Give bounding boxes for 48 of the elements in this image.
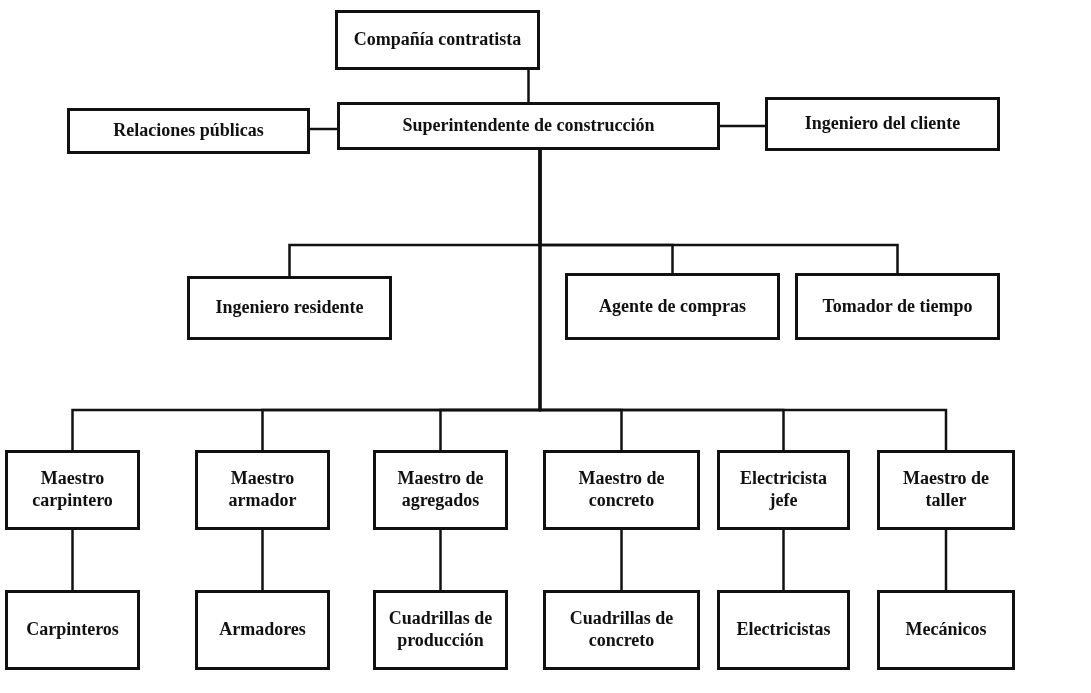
org-box — [795, 273, 1000, 340]
org-box — [373, 450, 508, 530]
connector-line — [310, 127, 337, 131]
role-label: Agente de compras — [599, 295, 746, 318]
role-label: Armadores — [219, 619, 306, 641]
org-box — [565, 273, 780, 340]
role-label: Cuadrillas de concreto — [568, 608, 675, 652]
role-label: Cuadrillas de producción — [387, 608, 494, 652]
org-box — [337, 102, 720, 150]
org-box — [5, 450, 140, 530]
connector-line — [261, 530, 264, 590]
org-box — [717, 590, 850, 670]
role-label: Maestro de concreto — [577, 468, 666, 512]
connector-line — [782, 530, 785, 590]
role-label: Mecánicos — [905, 619, 987, 641]
role-label: Electricistas — [736, 619, 831, 641]
role-label: Ingeniero residente — [215, 297, 364, 319]
connector-line — [620, 530, 623, 590]
org-box — [543, 590, 700, 670]
org-box — [373, 590, 508, 670]
connector-line — [538, 150, 948, 450]
role-label: Carpinteros — [26, 619, 119, 641]
org-box — [877, 450, 1015, 530]
role-label: Superintendente de construcción — [402, 115, 655, 137]
role-label: Electricista jefe — [739, 468, 828, 512]
connector-line — [71, 530, 74, 590]
connector-line — [439, 530, 442, 590]
role-label: Maestro carpintero — [31, 468, 114, 512]
role-label: Relaciones públicas — [113, 120, 264, 142]
org-box — [717, 450, 850, 530]
org-box — [195, 590, 330, 670]
org-box — [5, 590, 140, 670]
org-box — [335, 10, 540, 70]
org-box — [543, 450, 700, 530]
role-label: Tomador de tiempo — [822, 295, 973, 318]
role-label: Maestro armador — [227, 468, 298, 512]
org-box — [877, 590, 1015, 670]
org-box — [187, 276, 392, 340]
connector-line — [720, 124, 765, 128]
role-label: Compañía contratista — [353, 29, 522, 51]
connector-line — [527, 70, 530, 102]
role-label: Maestro de agregados — [396, 468, 485, 512]
org-box — [67, 108, 310, 154]
role-label: Ingeniero del cliente — [804, 113, 961, 135]
role-label: Maestro de taller — [901, 468, 991, 512]
org-box — [195, 450, 330, 530]
connector-line — [944, 530, 948, 590]
org-box — [765, 97, 1000, 151]
